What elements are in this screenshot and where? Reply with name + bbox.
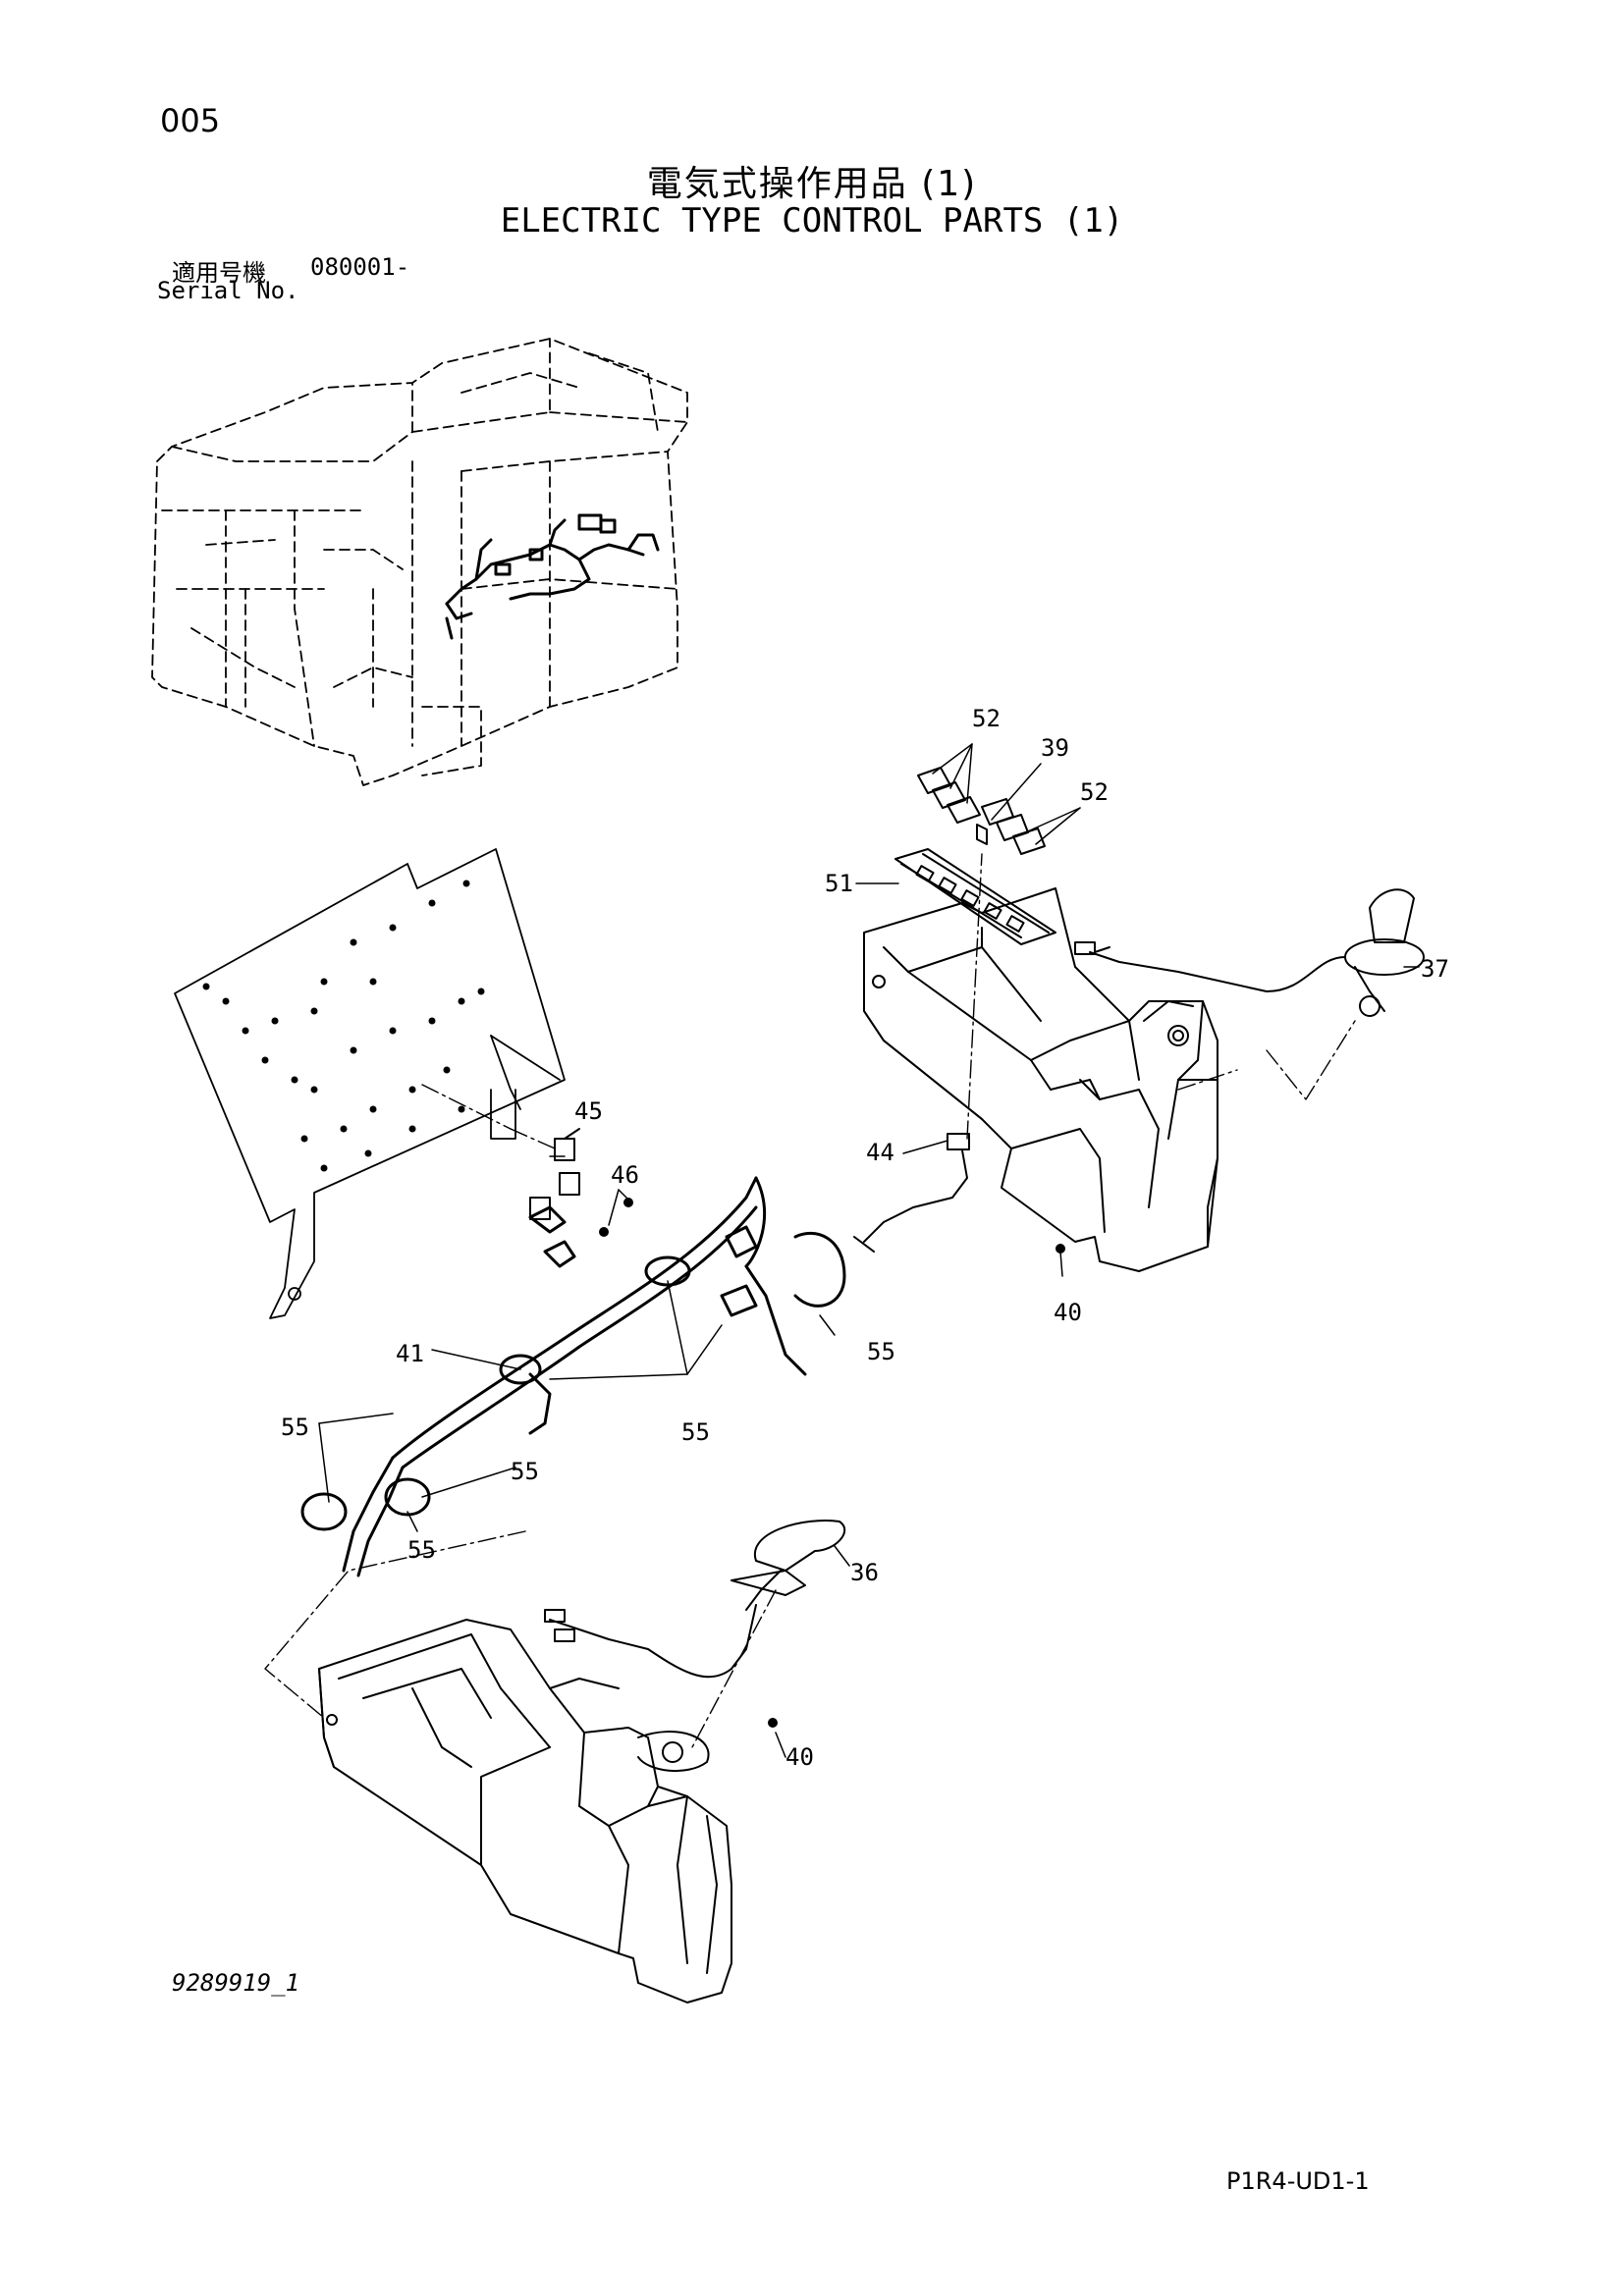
serial-label-english: Serial No.: [157, 277, 299, 304]
callout-52-right: 52: [1080, 778, 1109, 806]
page-number: 005: [160, 102, 221, 139]
serial-label-japanese: 適用号機: [172, 259, 266, 287]
right-joystick: [1074, 888, 1425, 1017]
serial-range: 080001-: [310, 253, 410, 281]
callout-37: 37: [1421, 955, 1449, 983]
callout-39: 39: [1041, 734, 1069, 762]
callout-52-top: 52: [972, 705, 1001, 732]
console-connector: [853, 1133, 970, 1253]
right-console: [863, 887, 1218, 1272]
callout-55-center: 55: [681, 1418, 710, 1446]
main-harness: [300, 1176, 846, 1577]
callout-55-bottom: 55: [407, 1536, 436, 1564]
callout-40-upper: 40: [1054, 1299, 1082, 1326]
callout-45: 45: [574, 1097, 603, 1125]
relays: [529, 1128, 580, 1220]
switch-caps: [917, 767, 1046, 855]
callout-36: 36: [850, 1559, 879, 1586]
callout-55-left: 55: [281, 1414, 309, 1441]
page-code: P1R4-UD1-1: [1226, 2167, 1370, 2195]
callout-44: 44: [866, 1139, 894, 1166]
left-joystick: [544, 1520, 846, 1679]
alignment-lines: [264, 853, 1356, 1748]
mounting-plate: [174, 848, 566, 1319]
leader-lines: [318, 743, 1420, 1758]
callout-51: 51: [825, 870, 853, 897]
title-english: ELECTRIC TYPE CONTROL PARTS (1): [500, 201, 1124, 240]
callout-40-lower: 40: [785, 1743, 814, 1771]
title-japanese: 電気式操作用品 (1): [646, 164, 978, 204]
callout-55-right: 55: [867, 1338, 895, 1365]
cab-outline: [151, 338, 688, 786]
callout-46: 46: [611, 1161, 639, 1189]
callout-55-mid: 55: [511, 1458, 539, 1485]
drawing-number: 9289919_1: [172, 1969, 300, 1997]
left-console: [318, 1619, 732, 2003]
bolts: [599, 1198, 1065, 1728]
cab-wiring-harness: [445, 513, 660, 640]
callouts: 52 39 52 51 37 45 46 44 40 41 55 55 55 5…: [281, 705, 1449, 1771]
callout-41: 41: [396, 1340, 424, 1367]
